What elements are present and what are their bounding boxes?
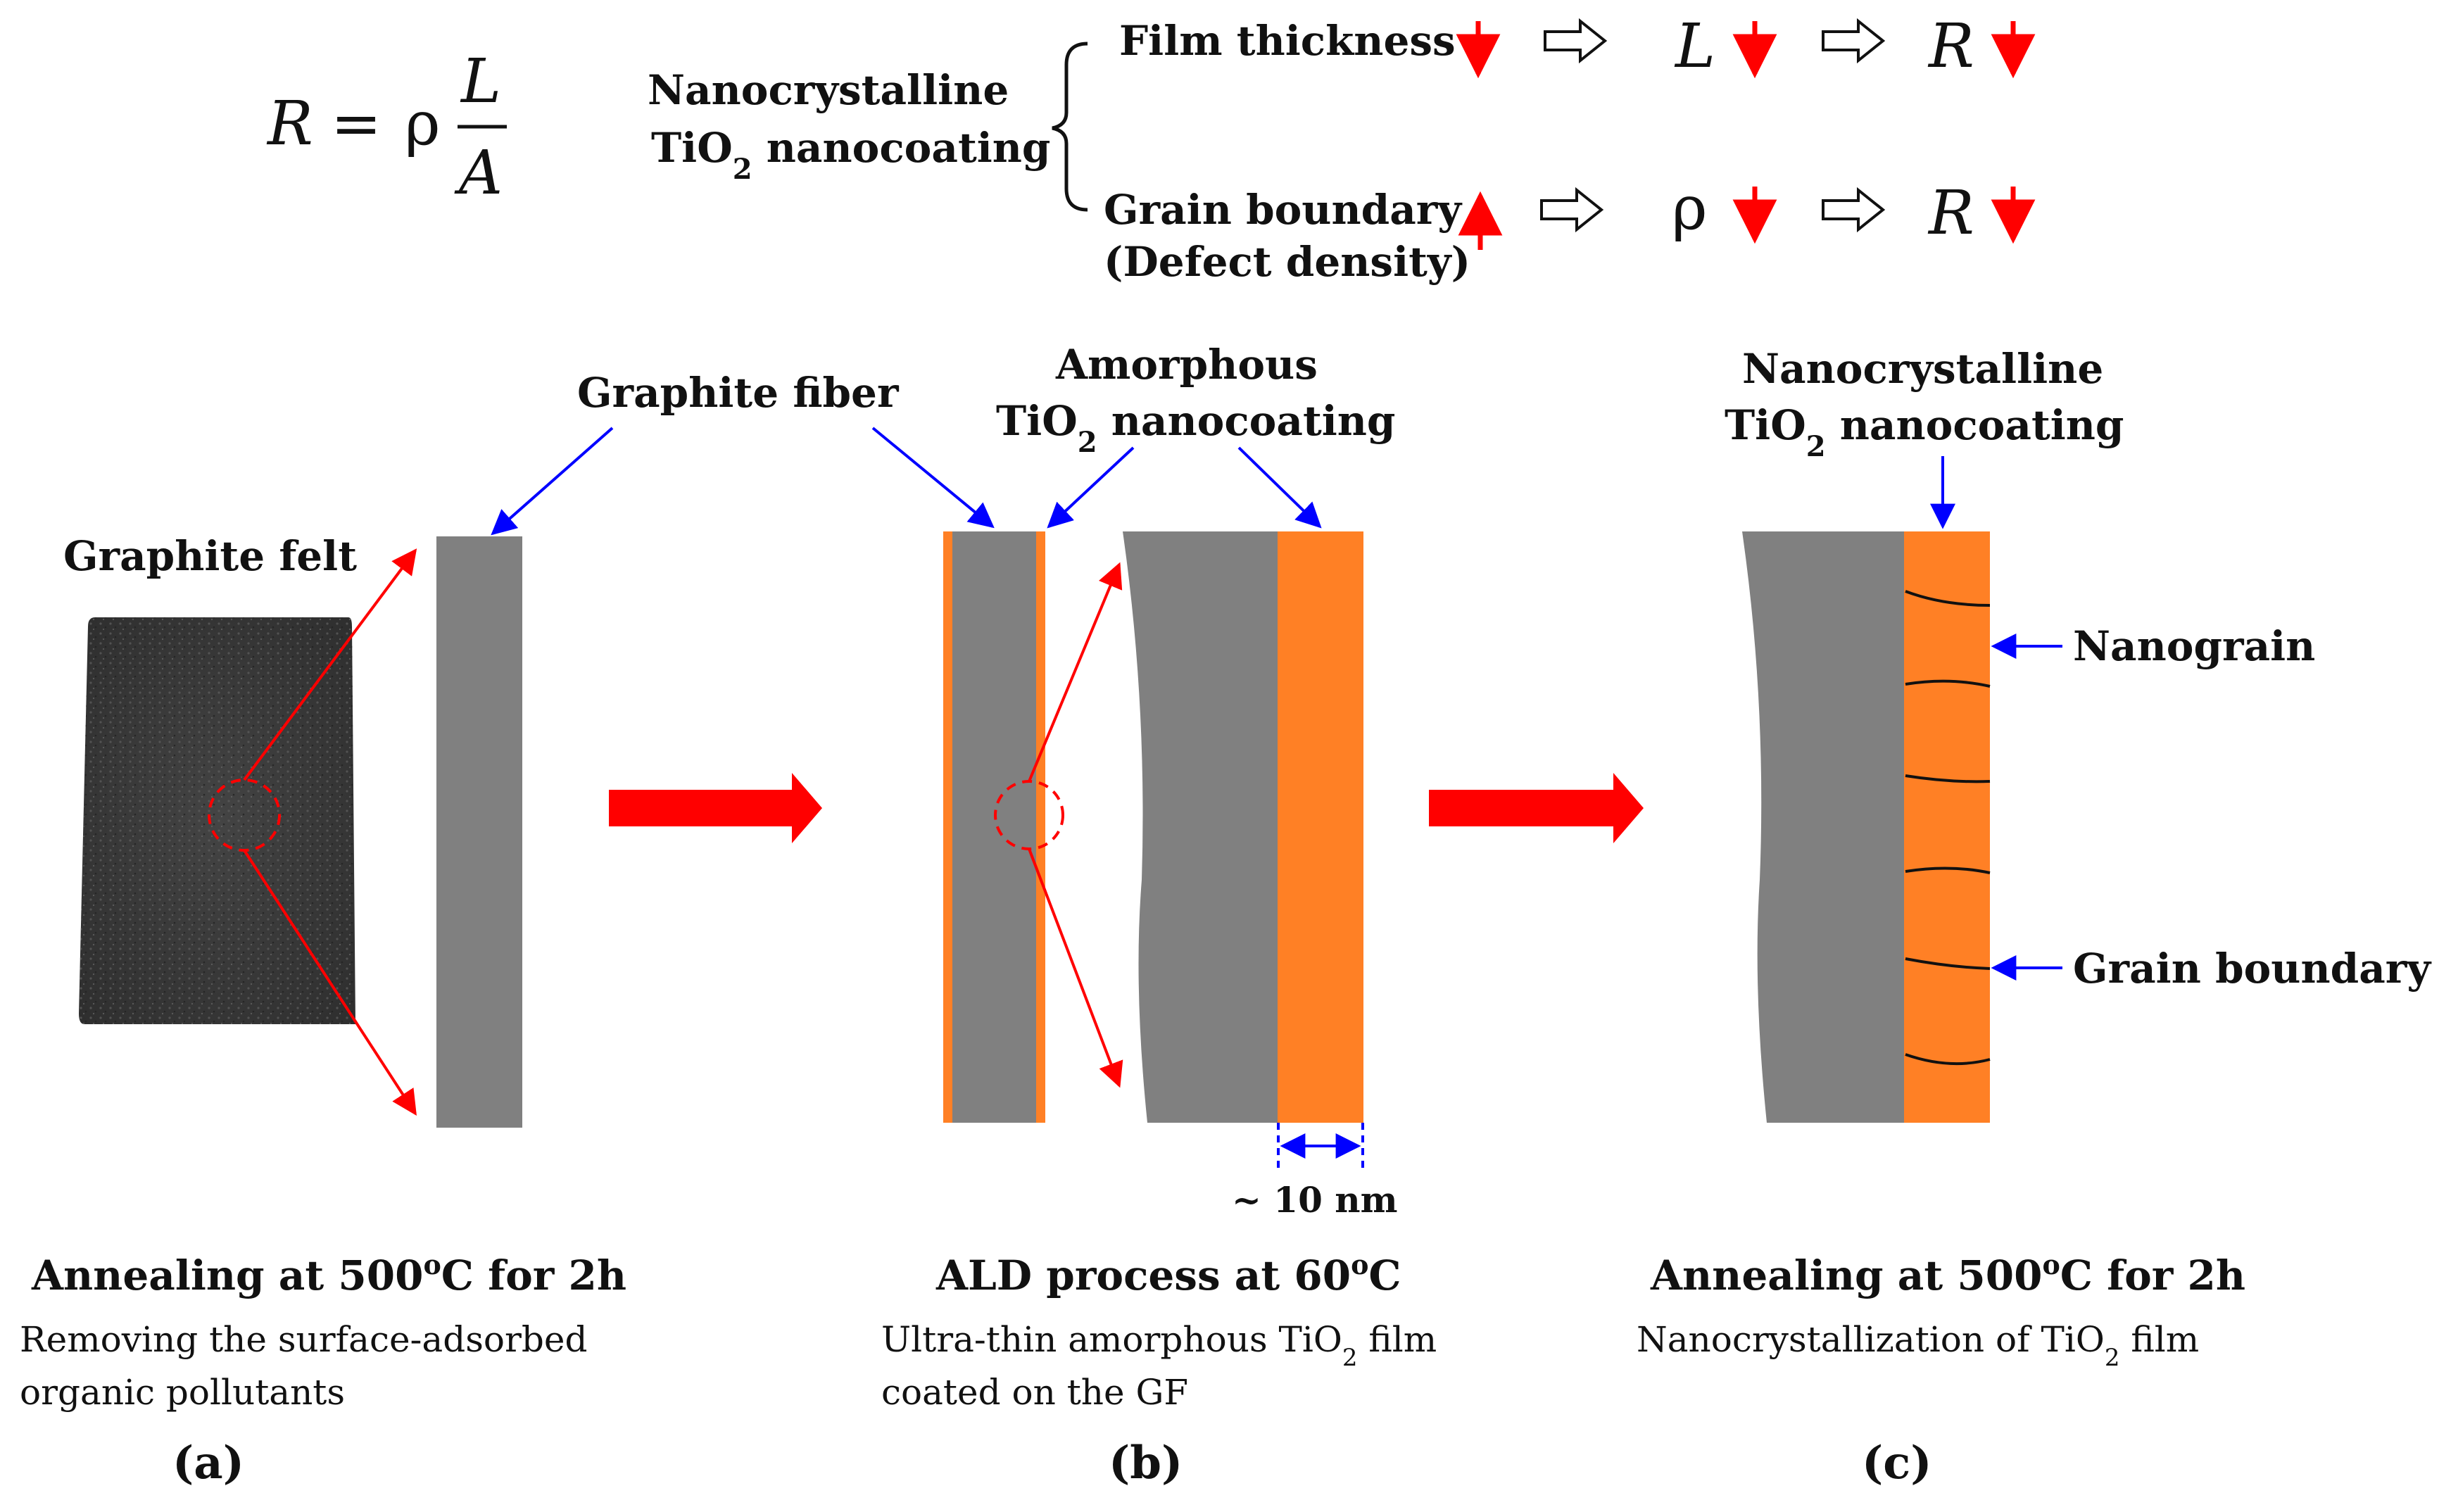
grain-boundary-line [1905,774,1991,783]
grain-boundary-line [1905,957,1991,970]
resistance-equation: R = ρ L A [266,46,507,208]
equation-denominator: A [454,138,503,208]
coated-fiber-core [952,531,1036,1123]
equation-numerator: L [460,46,501,117]
panel-b: Amorphous TiO2 nanocoating ~ 10 nm ALD p… [881,341,1437,1489]
nanograin-label: Nanograin [2073,622,2315,670]
zoom-line-bottom [1028,848,1123,1088]
magnified-graphite [1123,531,1278,1123]
mid-L: L [1674,11,1715,82]
equation-lhs: R [266,89,313,159]
pointer-coating-thin [1047,446,1135,529]
pointer-fiber-b [871,427,995,529]
result-R: R [1927,178,1974,248]
hollow-arrow-icon [1540,187,1604,233]
process-arrow-1 [609,773,822,843]
hollow-arrow-icon [1822,187,1886,233]
step-a-title: Annealing at 500oC for 2h [31,1249,626,1300]
cause-grain-boundary: Grain boundary [1104,186,1463,234]
nanocrystalline-label-2: TiO2 nanocoating [1725,401,2124,463]
panel-c-letter: (c) [1862,1437,1932,1489]
result-R: R [1927,11,1974,82]
chain-grain-boundary: Grain boundary (Defect density) ρ R [1104,173,2036,286]
step-b-desc-1: Ultra-thin amorphous TiO2 film [881,1319,1437,1372]
process-arrow-2 [1429,773,1644,843]
zoom-line-bottom [243,849,417,1116]
felt-texture [79,617,355,1024]
panel-c: Nanocrystalline TiO2 nanocoating Nanogra… [1637,345,2432,1489]
graphite-fiber-label: Graphite fiber [577,369,900,417]
step-c-desc: Nanocrystallization of TiO2 film [1637,1319,2199,1372]
nanocrystalline-tio2-layer [1904,531,1990,1123]
panel-b-letter: (b) [1109,1437,1183,1489]
graphite-felt-label: Graphite felt [63,532,357,580]
pointer-fiber-a [491,427,614,536]
grain-boundary-line [1905,590,1991,607]
grain-boundary-line [1905,679,1991,688]
subject-line1: Nanocrystalline [648,66,1009,114]
nanocrystalline-label-1: Nanocrystalline [1742,345,2103,393]
annealed-graphite [1742,531,1904,1123]
graphite-fiber [436,536,522,1128]
amorphous-label-2: TiO2 nanocoating [996,397,1396,459]
panel-a-letter: (a) [172,1437,244,1489]
step-a-desc-1: Removing the surface-adsorbed [20,1319,588,1360]
cause-film-thickness: Film thickness [1119,17,1456,65]
step-c-title: Annealing at 500oC for 2h [1650,1249,2245,1300]
cause-defect-density: (Defect density) [1104,238,1470,286]
amorphous-label-1: Amorphous [1055,341,1318,389]
zoom-line-top [1028,562,1123,782]
zoom-line-top [243,548,417,781]
pointer-coating-thick [1237,446,1322,529]
brace [1052,42,1088,212]
step-b-desc-2: coated on the GF [881,1372,1188,1413]
subject-line2: TiO2 nanocoating [651,124,1051,186]
equation-equals: = [331,89,382,159]
hollow-arrow-icon [1822,18,1886,64]
grain-boundary-label: Grain boundary [2073,945,2432,993]
grain-boundary-line [1905,867,1991,874]
step-b-title: ALD process at 60oC [935,1249,1401,1300]
subject-label: Nanocrystalline TiO2 nanocoating [648,66,1051,186]
grain-boundaries [1905,590,1991,1066]
grain-boundary-line [1905,1053,1991,1066]
magnified-tio2-layer [1278,531,1363,1123]
step-a-desc-2: organic pollutants [20,1372,345,1413]
chain-thickness: Film thickness L R [1119,11,2036,82]
mid-rho: ρ [1672,173,1708,244]
hollow-arrow-icon [1544,18,1608,64]
equation-rho: ρ [405,89,441,159]
thickness-label: ~ 10 nm [1232,1179,1398,1221]
panel-a: Graphite felt Graphite fiber Annealing a… [20,369,995,1489]
